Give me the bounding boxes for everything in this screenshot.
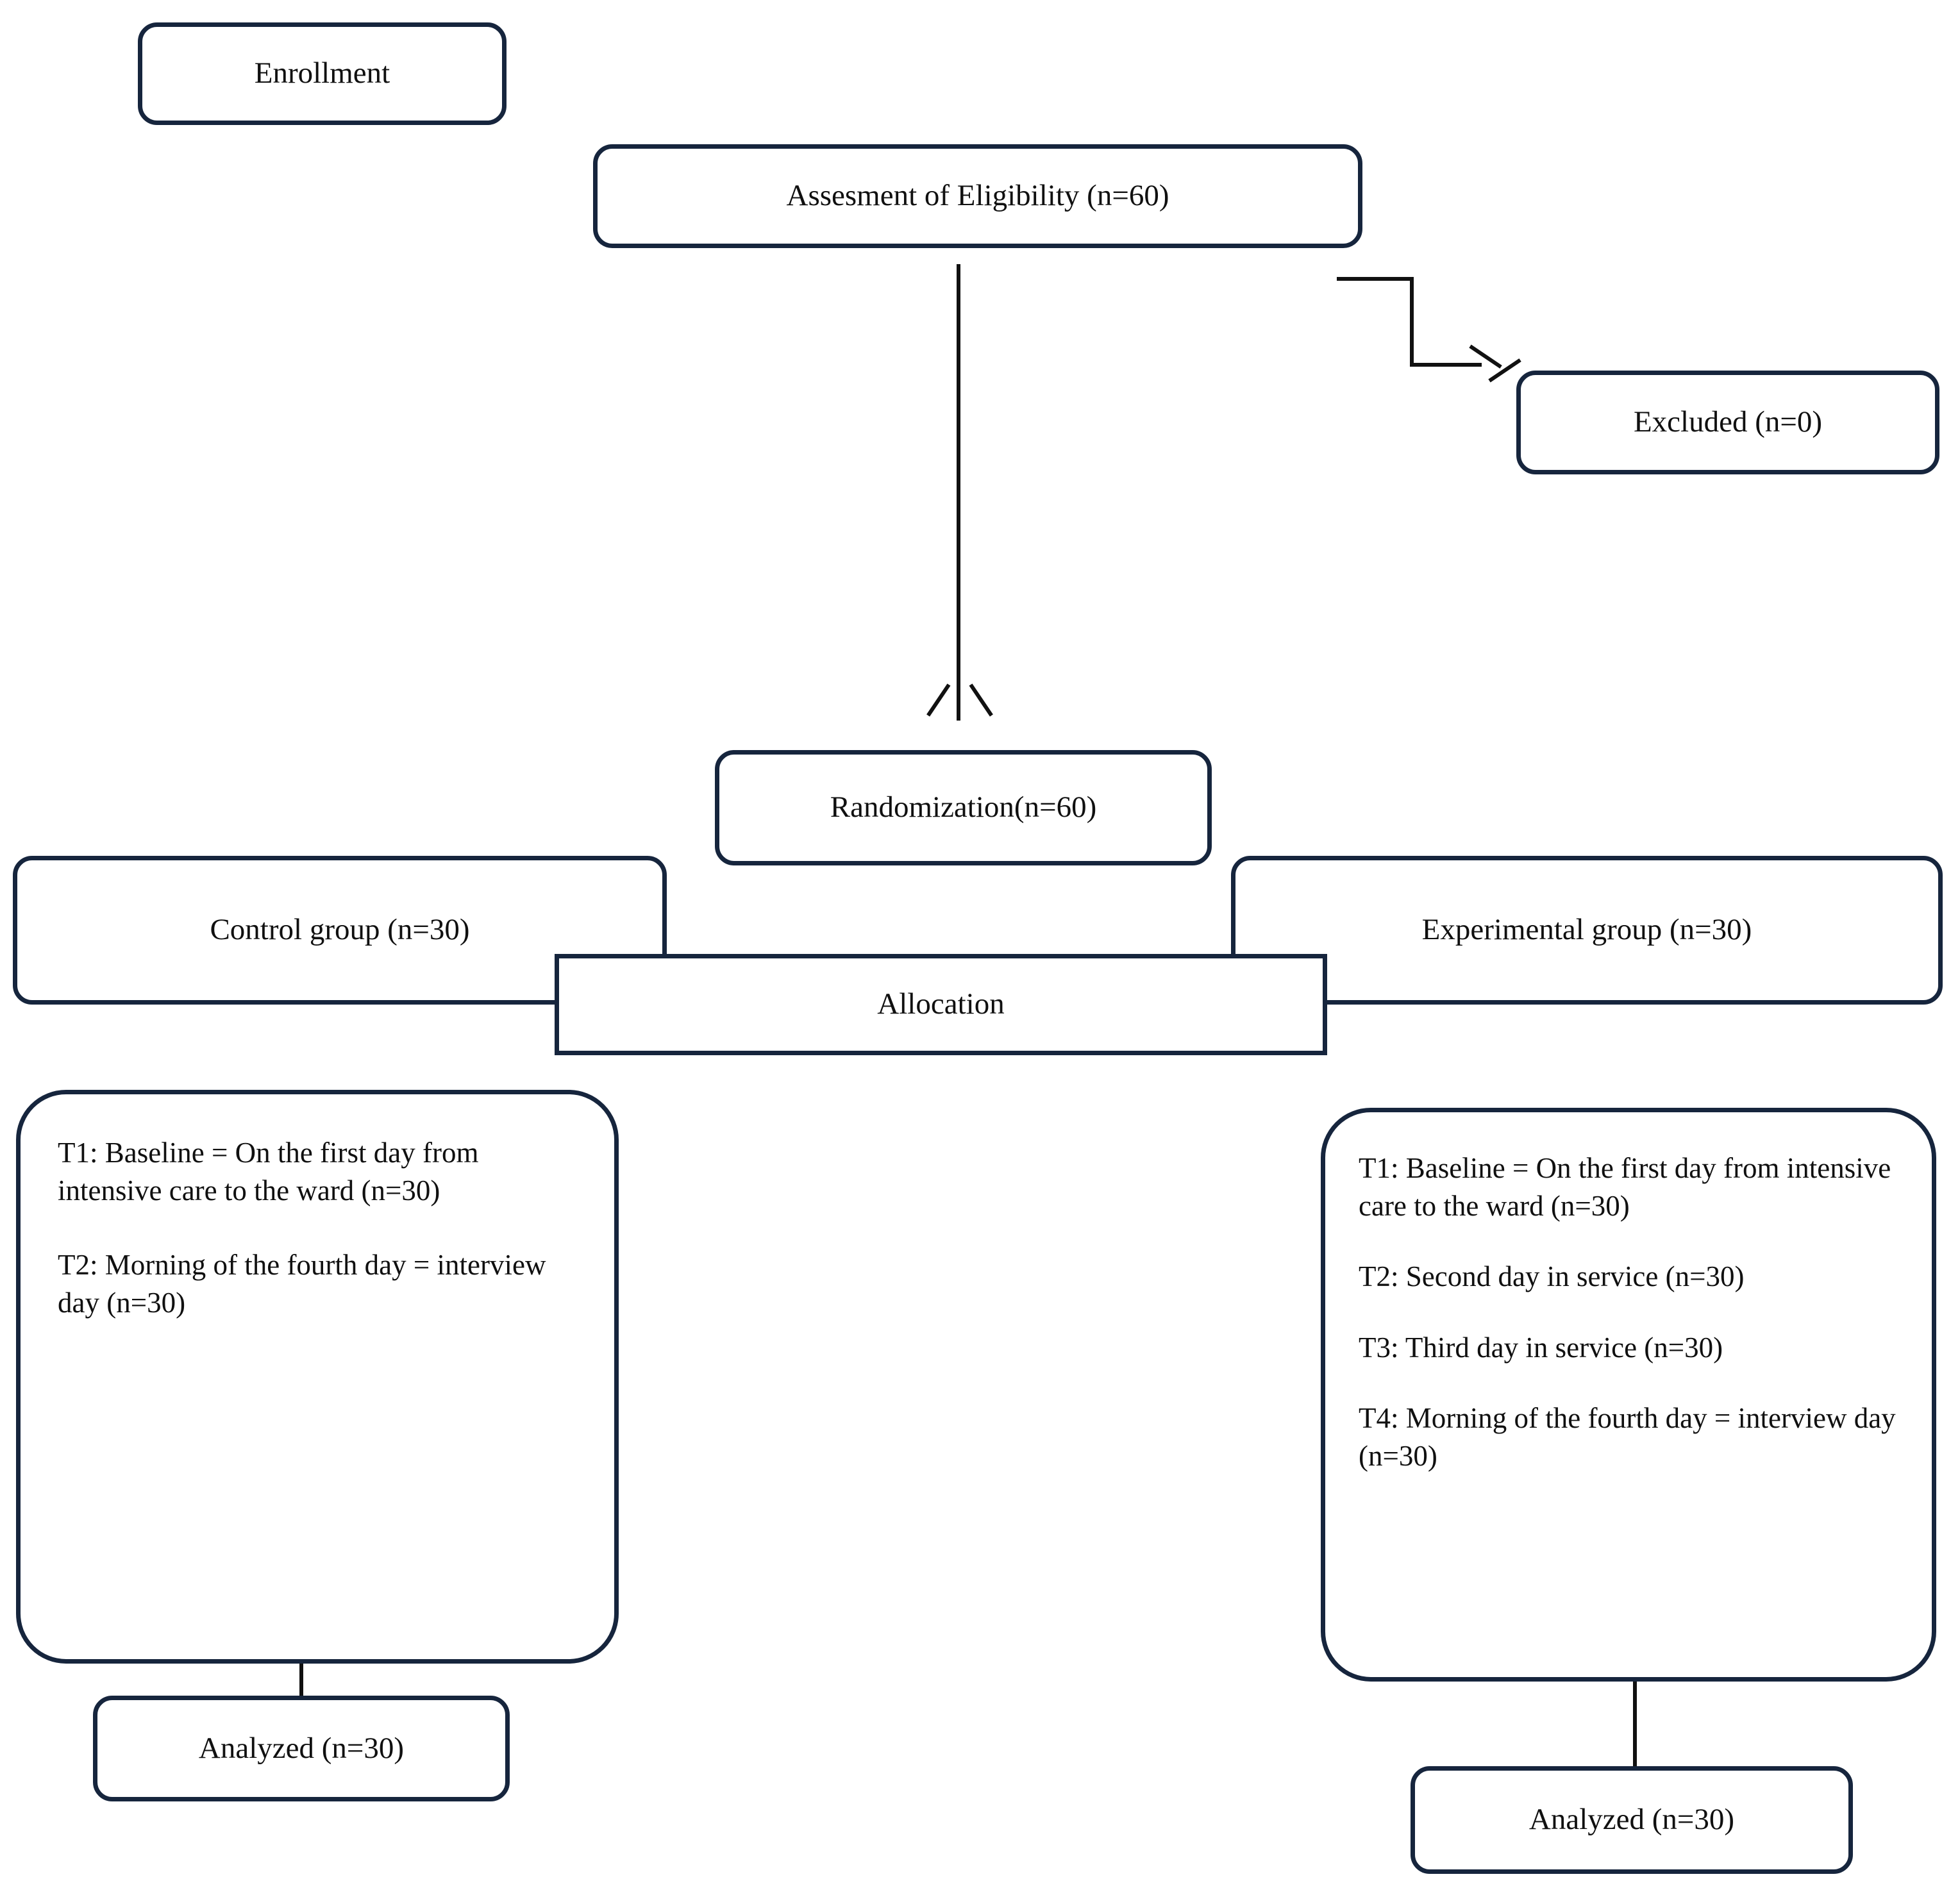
analyzed-control-label: Analyzed (n=30) bbox=[198, 1731, 405, 1765]
control-timepoint-t2: T2: Morning of the fourth day = intervie… bbox=[58, 1249, 546, 1319]
control-group-timeline-panel: T1: Baseline = On the first day from int… bbox=[16, 1090, 619, 1664]
assessment-of-eligibility-node: Assesment of Eligibility (n=60) bbox=[593, 144, 1362, 248]
assessment-to-randomization-connector bbox=[957, 264, 960, 721]
experimental-timepoint-t1: T1: Baseline = On the first day from int… bbox=[1359, 1152, 1891, 1222]
enrollment-node: Enrollment bbox=[138, 22, 507, 125]
assessment-to-excluded-connector-bottom bbox=[1410, 363, 1482, 367]
analyzed-experimental-label: Analyzed (n=30) bbox=[1528, 1803, 1735, 1837]
randomization-label: Randomization(n=60) bbox=[830, 790, 1097, 824]
experimental-timeline-to-analyzed-connector bbox=[1633, 1677, 1637, 1768]
experimental-group-timeline-panel: T1: Baseline = On the first day from int… bbox=[1321, 1108, 1936, 1682]
assessment-to-excluded-connector-vertical bbox=[1410, 277, 1414, 367]
analyzed-experimental-node: Analyzed (n=30) bbox=[1411, 1766, 1853, 1874]
experimental-timeline-body: T1: Baseline = On the first day from int… bbox=[1325, 1112, 1932, 1474]
assessment-to-excluded-connector-top bbox=[1337, 277, 1414, 281]
control-timeline-body: T1: Baseline = On the first day from int… bbox=[21, 1094, 614, 1321]
control-group-label: Control group (n=30) bbox=[210, 913, 470, 947]
allocation-node: Allocation bbox=[555, 954, 1327, 1055]
experimental-group-label: Experimental group (n=30) bbox=[1421, 913, 1752, 947]
randomization-node: Randomization(n=60) bbox=[715, 750, 1212, 865]
excluded-node: Excluded (n=0) bbox=[1516, 371, 1939, 474]
allocation-label: Allocation bbox=[877, 987, 1005, 1021]
experimental-timepoint-t4: T4: Morning of the fourth day = intervie… bbox=[1359, 1402, 1896, 1472]
experimental-group-node: Experimental group (n=30) bbox=[1231, 856, 1943, 1005]
experimental-timepoint-t2: T2: Second day in service (n=30) bbox=[1359, 1260, 1745, 1292]
analyzed-control-node: Analyzed (n=30) bbox=[93, 1696, 510, 1801]
control-timepoint-t1: T1: Baseline = On the first day from int… bbox=[58, 1137, 479, 1207]
arrow-down-icon bbox=[926, 683, 993, 723]
experimental-timepoint-t3: T3: Third day in service (n=30) bbox=[1359, 1331, 1723, 1364]
enrollment-label: Enrollment bbox=[254, 56, 390, 90]
control-timeline-to-analyzed-connector bbox=[299, 1659, 303, 1698]
arrow-right-icon bbox=[1462, 344, 1521, 390]
assessment-label: Assesment of Eligibility (n=60) bbox=[786, 179, 1169, 213]
excluded-label: Excluded (n=0) bbox=[1633, 405, 1823, 439]
